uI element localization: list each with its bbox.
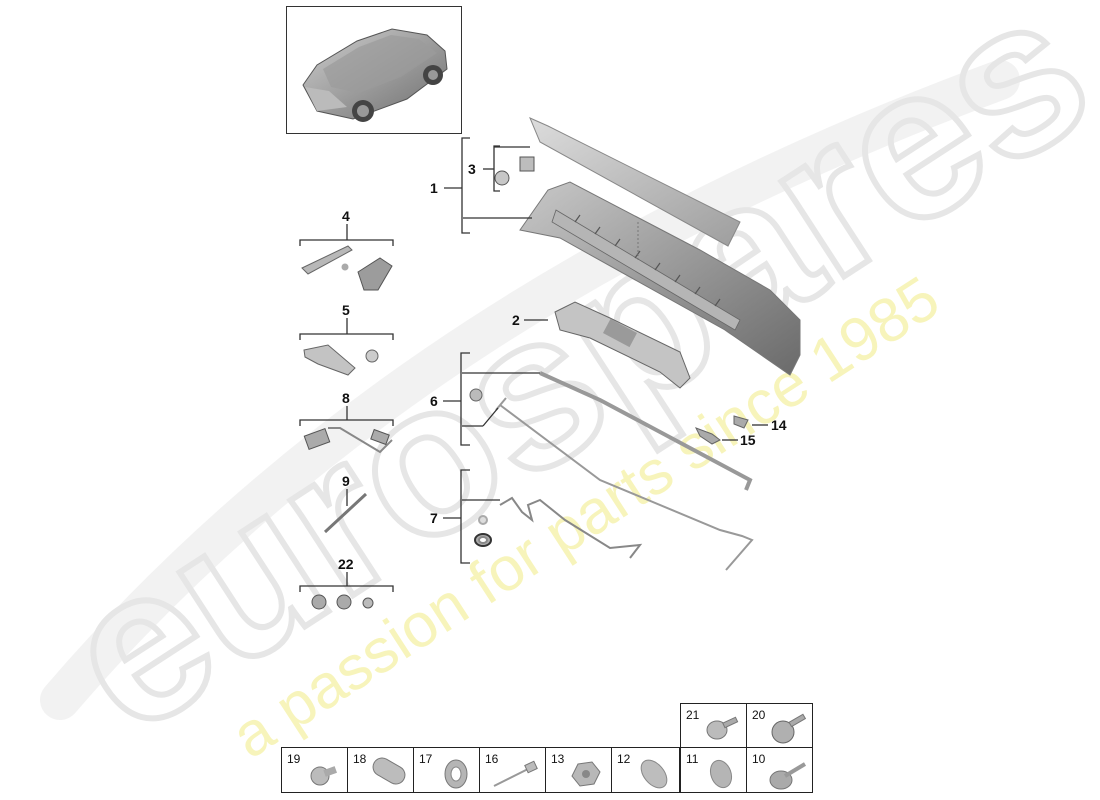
spoiler-base [519, 181, 801, 376]
callout-4[interactable]: 4 [342, 208, 350, 224]
part-9-pin [323, 492, 368, 534]
callout-1[interactable]: 1 [430, 180, 438, 196]
part-5-plate-screw [303, 344, 379, 376]
grid-cell-13[interactable]: 13 [545, 747, 612, 793]
cell-number: 16 [485, 752, 499, 766]
grid-cell-10[interactable]: 10 [746, 747, 813, 793]
grid-cell-19[interactable]: 19 [281, 747, 348, 793]
callout-14[interactable]: 14 [771, 417, 787, 433]
grid-cell-11[interactable]: 11 [680, 747, 747, 793]
grid-cell-16[interactable]: 16 [479, 747, 546, 793]
cell-number: 10 [752, 752, 766, 766]
grid-cell-17[interactable]: 17 [413, 747, 480, 793]
grid-cell-18[interactable]: 18 [347, 747, 414, 793]
vehicle-thumbnail [286, 6, 462, 134]
cell-number: 12 [617, 752, 631, 766]
callout-7[interactable]: 7 [430, 510, 438, 526]
cell-number: 19 [287, 752, 301, 766]
callout-9[interactable]: 9 [342, 473, 350, 489]
oval-plug-icon [372, 757, 406, 785]
callout-3[interactable]: 3 [468, 161, 476, 177]
grommet-icon [444, 759, 468, 789]
collar-screw-icon [310, 766, 338, 786]
cell-number: 21 [686, 708, 700, 722]
grid-cell-20[interactable]: 20 [746, 703, 813, 748]
round-cap-icon [709, 759, 733, 789]
part-7-hoses [474, 496, 643, 559]
callout-15[interactable]: 15 [740, 432, 756, 448]
car-icon [302, 28, 448, 122]
part-3-clips [494, 156, 535, 186]
cell-number: 11 [686, 752, 699, 766]
grid-cell-21[interactable]: 21 [680, 703, 747, 748]
oval-cap-icon [640, 759, 668, 789]
washer-bolt-icon [771, 713, 807, 744]
callout-22[interactable]: 22 [338, 556, 354, 572]
cell-number: 13 [551, 752, 565, 766]
leader-lines [299, 137, 768, 592]
callout-5[interactable]: 5 [342, 302, 350, 318]
grid-cell-12[interactable]: 12 [611, 747, 680, 793]
rivet-icon [493, 760, 538, 787]
part-22-fasteners [311, 594, 374, 610]
callout-6[interactable]: 6 [430, 393, 438, 409]
spoiler-cover [529, 117, 741, 247]
hex-nut-icon [571, 761, 601, 787]
pin-bolt-icon [769, 762, 807, 790]
cell-number: 17 [419, 752, 433, 766]
part-15-clip [694, 427, 721, 445]
callout-8[interactable]: 8 [342, 390, 350, 406]
part-8-sensor [303, 427, 393, 454]
callout-2[interactable]: 2 [512, 312, 520, 328]
cell-number: 20 [752, 708, 766, 722]
flange-bolt-icon [706, 716, 739, 740]
part-14-clip [733, 415, 749, 429]
cell-number: 18 [353, 752, 367, 766]
part-4-brackets [301, 245, 393, 291]
part-6-rods [469, 371, 754, 571]
part-2-actuator [554, 301, 691, 389]
